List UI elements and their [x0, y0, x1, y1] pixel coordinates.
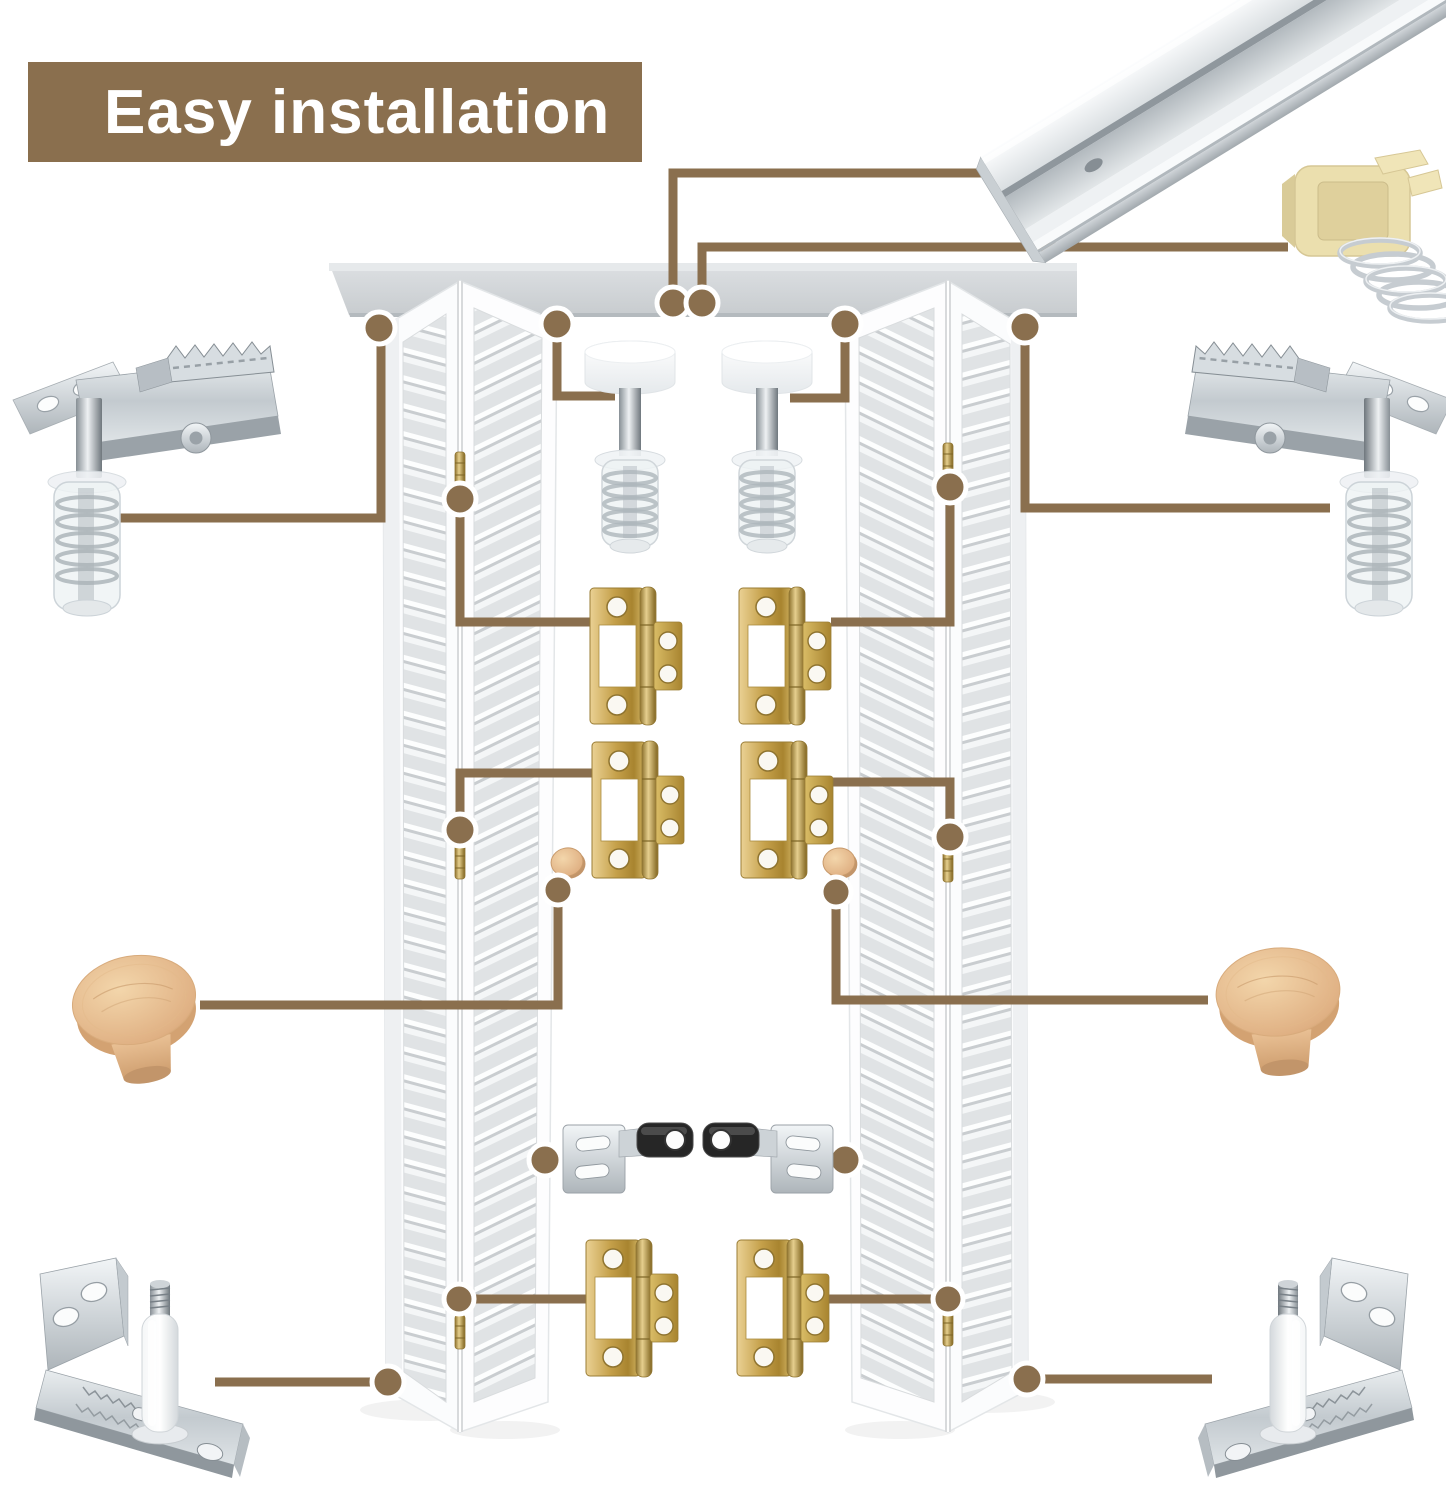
spring-pivot-pin-left [583, 339, 677, 555]
snugger-spring-roller [1282, 149, 1446, 324]
callout-dot [931, 818, 969, 856]
callout-line-hinge-upper-right [831, 487, 955, 627]
callout-line-spring-pin-right [790, 325, 850, 403]
callout-line-hinge-upper-left [455, 499, 590, 627]
callout-dots [360, 284, 1046, 1401]
hinge-middle-right [740, 740, 834, 880]
top-pivot-bracket-left [11, 340, 283, 618]
callout-dot [1006, 308, 1044, 346]
installed-hinge-icon [942, 1311, 954, 1347]
spring-pivot-pin-right [720, 339, 814, 555]
hinge-middle-left [591, 740, 685, 880]
track-screw-hole [1084, 158, 1103, 173]
callout-dot [826, 305, 864, 343]
hinge-bottom-left [585, 1238, 679, 1378]
louver-area [402, 313, 447, 1403]
callout-line-spring-pin-left [552, 325, 615, 401]
title-banner-label: Easy installation [104, 77, 611, 147]
installed-hinge-icon [454, 844, 466, 880]
callout-dot [826, 1141, 864, 1179]
louver-area [961, 313, 1013, 1403]
louver-area [473, 307, 543, 1403]
hinge-bottom-right [736, 1238, 830, 1378]
hinge-upper-left [589, 586, 683, 726]
wooden-knob-left [64, 945, 211, 1095]
installed-hinge-icon [454, 1314, 466, 1350]
louver-area [858, 307, 935, 1403]
callout-dot [360, 309, 398, 347]
callout-dot [526, 1141, 564, 1179]
callout-line-hinge-middle-left [455, 768, 592, 830]
title-banner: Easy installation [28, 62, 642, 162]
callout-line-knob-left [200, 890, 563, 1010]
bifold-door-pair-right [844, 279, 1055, 1439]
callout-dot [683, 284, 721, 322]
wooden-knob-right [1211, 942, 1348, 1082]
callout-dot [369, 1363, 407, 1401]
callout-dot [931, 468, 969, 506]
top-pivot-bracket-right [1183, 340, 1446, 618]
callout-line-top-pivot-right [1020, 327, 1330, 513]
bottom-pivot-bracket-left [33, 1257, 251, 1479]
door-aligner-left [562, 1122, 694, 1194]
callout-dot [930, 1281, 966, 1317]
hinge-upper-right [738, 586, 832, 726]
door-stile-shade [1011, 318, 1028, 1390]
bifold-door-pair-left [360, 279, 560, 1439]
door-aligner-right [702, 1122, 834, 1194]
callout-line-knob-right [831, 892, 1208, 1005]
callout-dot [818, 874, 854, 910]
callout-dot [540, 872, 576, 908]
callout-dot [441, 1281, 477, 1317]
callout-line-top-pivot-left [120, 329, 386, 523]
callout-dot [1008, 1360, 1046, 1398]
top-track-rail [976, 0, 1446, 264]
door-stile-shade [383, 317, 402, 1390]
callout-lines [120, 168, 1330, 1387]
callout-dot [441, 480, 479, 518]
bottom-pivot-bracket-right [1197, 1257, 1415, 1479]
callout-line-snugger [697, 242, 1288, 303]
callout-dot [441, 811, 479, 849]
callout-dot [538, 305, 576, 343]
callout-line-track [668, 168, 1015, 303]
